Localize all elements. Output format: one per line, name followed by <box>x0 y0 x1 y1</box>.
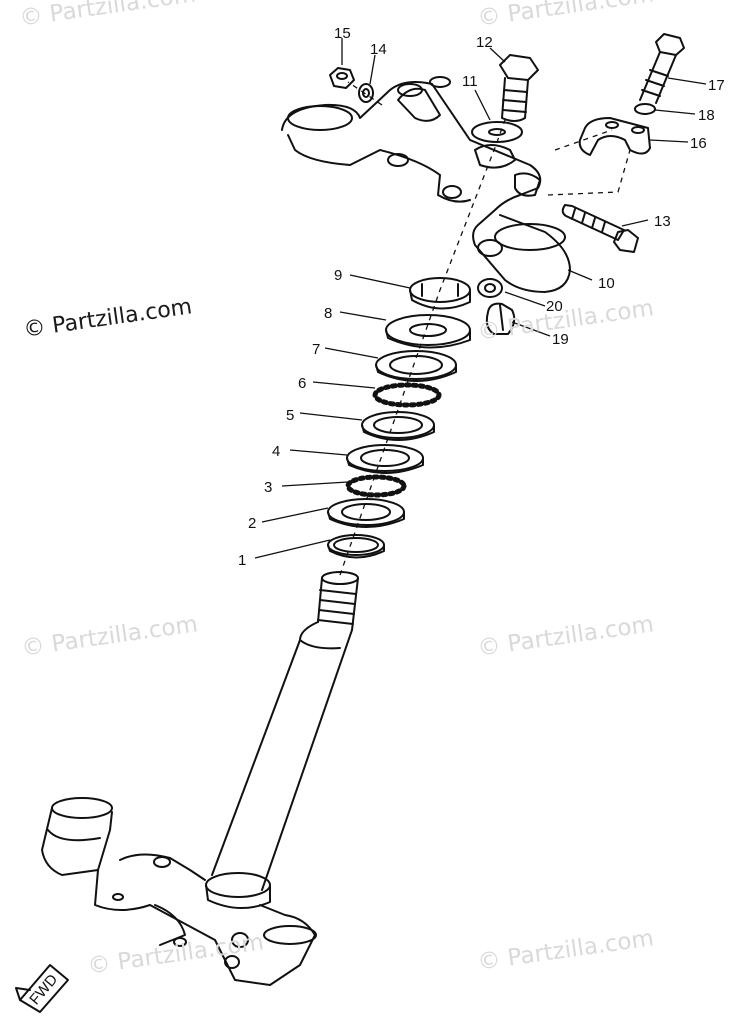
leader-lines <box>254 38 707 576</box>
callout-9: 9 <box>334 267 342 284</box>
callout-numbers: 1 2 3 4 5 6 7 8 9 10 11 12 13 14 15 16 1… <box>26 25 724 1008</box>
callout-16: 16 <box>690 135 707 152</box>
washer-14 <box>358 83 374 103</box>
callout-20: 20 <box>546 298 563 315</box>
steering-stem <box>211 571 359 891</box>
nut-15 <box>329 67 355 89</box>
washer-20 <box>477 278 503 298</box>
callout-13: 13 <box>654 213 671 230</box>
lower-bracket <box>41 797 317 986</box>
callout-4: 4 <box>272 443 280 460</box>
bolt-12 <box>499 54 539 122</box>
balls-3 <box>345 474 407 498</box>
callout-3: 3 <box>264 479 272 496</box>
callout-17: 17 <box>708 77 725 94</box>
ring-nut-9 <box>409 277 471 310</box>
cover-8 <box>385 314 471 349</box>
upper-bracket <box>281 76 571 293</box>
callout-7: 7 <box>312 341 320 358</box>
fwd-arrow-icon <box>15 964 69 1013</box>
bolt-17 <box>639 33 685 104</box>
clamp-cap-16 <box>578 117 651 156</box>
bolt-19 <box>485 302 516 335</box>
seal-1 <box>327 534 385 559</box>
washer-18 <box>634 103 656 115</box>
callout-10: 10 <box>598 275 615 292</box>
bolt-13 <box>561 204 639 253</box>
callout-11: 11 <box>462 73 478 90</box>
callout-12: 12 <box>476 34 493 51</box>
callout-8: 8 <box>324 305 332 322</box>
balls-6 <box>372 382 442 408</box>
race-7 <box>375 350 457 382</box>
callout-2: 2 <box>248 515 256 532</box>
race-2 <box>327 498 405 528</box>
race-5 <box>361 411 435 441</box>
callout-19: 19 <box>552 331 569 348</box>
callout-14: 14 <box>370 41 387 58</box>
washer-11 <box>471 121 523 143</box>
callout-18: 18 <box>698 107 715 124</box>
fwd-label: FWD <box>26 971 61 1008</box>
callout-15: 15 <box>334 25 351 42</box>
callout-1: 1 <box>238 552 246 569</box>
race-4 <box>346 444 424 474</box>
callout-6: 6 <box>298 375 306 392</box>
callout-5: 5 <box>286 407 294 424</box>
